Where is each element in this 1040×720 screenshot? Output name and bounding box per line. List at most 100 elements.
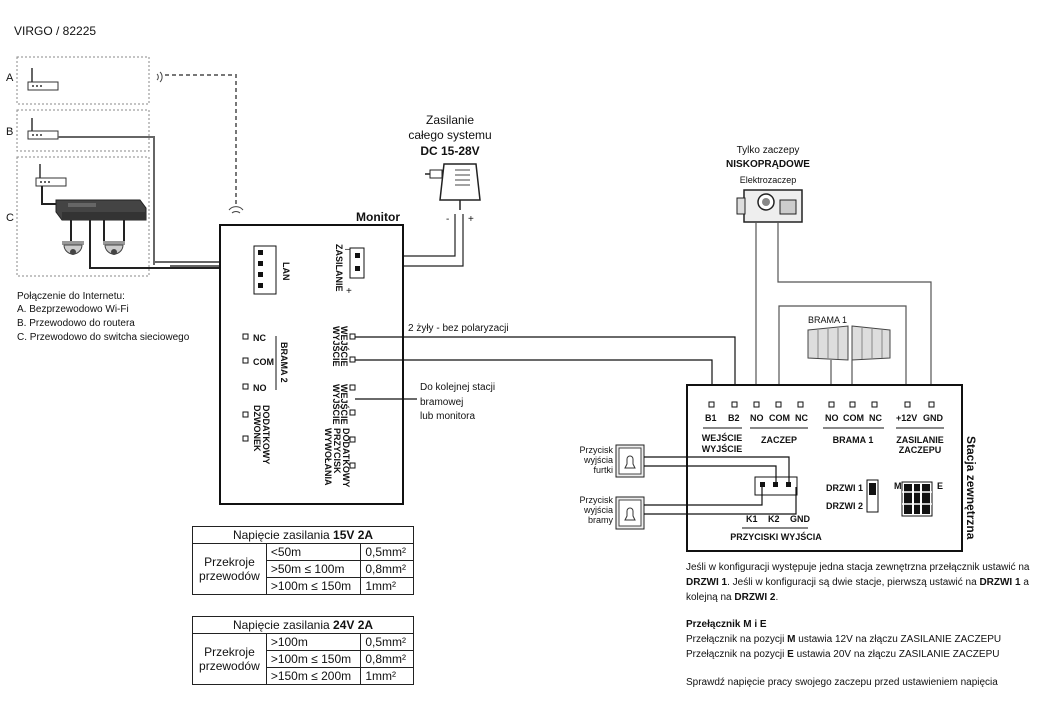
camera-icon bbox=[103, 241, 125, 255]
power-supply-line3: DC 15-28V bbox=[420, 144, 479, 158]
monitor-plus: + bbox=[346, 286, 352, 297]
internet-line-c: C. Przewodowo do switcha sieciowego bbox=[17, 332, 190, 343]
monitor-minus: – bbox=[345, 244, 351, 255]
electric-lock: Tylko zaczepy NISKOPRĄDOWE Elektrozaczep bbox=[726, 145, 932, 400]
internet-heading: Połączenie do Internetu: bbox=[17, 291, 125, 302]
monitor-wyjscie-1: WYJŚCIE bbox=[331, 326, 342, 367]
next-station-line2: bramowej bbox=[420, 397, 463, 408]
station-v12: +12V bbox=[896, 413, 917, 423]
station-k1: K1 bbox=[746, 514, 758, 524]
monitor-zasilanie-label: ZASILANIE bbox=[334, 244, 344, 292]
next-station-line3: lub monitora bbox=[420, 411, 475, 422]
brama2-com: COM bbox=[253, 357, 274, 367]
table-cell: 0,8mm² bbox=[360, 560, 414, 578]
station-b1: B1 bbox=[705, 413, 717, 423]
camera-icon bbox=[62, 241, 84, 255]
station-b2: B2 bbox=[728, 413, 740, 423]
gate-brama1: BRAMA 1 bbox=[778, 305, 907, 400]
table-cell: 1mm² bbox=[360, 667, 414, 685]
przycisk-line1: DODATKOWY bbox=[341, 428, 351, 487]
page-title: VIRGO / 82225 bbox=[14, 24, 96, 38]
internet-line-a: A. Bezprzewodowo Wi-Fi bbox=[17, 304, 129, 315]
drzwi-switch bbox=[866, 479, 879, 513]
station-nc: NC bbox=[795, 413, 808, 423]
station-k2: K2 bbox=[768, 514, 780, 524]
table-cell: 1mm² bbox=[360, 577, 414, 595]
station-brama1: BRAMA 1 bbox=[833, 435, 874, 445]
table24-title: Napięcie zasilania 24V 2A bbox=[192, 616, 414, 634]
table-cell: >100m ≤ 150m bbox=[265, 577, 362, 595]
dzwonek-line1: DODATKOWY bbox=[261, 405, 271, 464]
switch-m-label: M bbox=[894, 481, 902, 491]
table-cell: >100m ≤ 150m bbox=[265, 650, 362, 668]
notes-paragraph-drzwi: Jeśli w konfiguracji występuje jedna sta… bbox=[686, 562, 1030, 603]
station-no2: NO bbox=[825, 413, 839, 423]
table-cell: >50m ≤ 100m bbox=[265, 560, 362, 578]
bramy-line1: Przycisk bbox=[580, 495, 614, 505]
monitor-wyjscie-2: WYJŚCIE bbox=[331, 384, 342, 425]
furtki-line1: Przycisk bbox=[580, 445, 614, 455]
furtki-line2: wyjścia bbox=[583, 455, 613, 465]
station-com: COM bbox=[769, 413, 790, 423]
station-zaczep: ZACZEP bbox=[761, 435, 797, 445]
brama2-no: NO bbox=[253, 383, 267, 393]
station-gnd: GND bbox=[923, 413, 944, 423]
drzwi2-label: DRZWI 2 bbox=[826, 501, 863, 511]
table-cell: 0,5mm² bbox=[360, 633, 414, 651]
station-przyciski: PRZYCISKI WYJŚCIA bbox=[730, 531, 822, 542]
lan-label: LAN bbox=[281, 262, 291, 281]
przycisk-line3: WYWOŁANIA bbox=[323, 428, 333, 486]
table-cell: >150m ≤ 200m bbox=[265, 667, 362, 685]
station-zasilanie: ZASILANIE bbox=[896, 435, 944, 445]
table-cell: <50m bbox=[265, 543, 362, 561]
two-wires-label: 2 żyły - bez polaryzacji bbox=[408, 323, 509, 334]
exit-button-bramy: Przycisk wyjścia bramy bbox=[580, 487, 797, 530]
przycisk-line2: PRZYCISK bbox=[332, 428, 342, 474]
dzwonek-line2: DZWONEK bbox=[252, 405, 262, 452]
table15-title: Napięcie zasilania 15V 2A bbox=[192, 526, 414, 544]
next-station-line1: Do kolejnej stacji bbox=[420, 382, 495, 393]
furtki-line3: furtki bbox=[593, 465, 613, 475]
station-zaczepu: ZACZEPU bbox=[899, 445, 942, 455]
power-connector bbox=[349, 247, 365, 279]
power-minus: - bbox=[446, 214, 449, 225]
brama2-label: BRAMA 2 bbox=[279, 342, 289, 383]
lock-line2: NISKOPRĄDOWE bbox=[726, 159, 810, 170]
bell-icon bbox=[624, 455, 636, 469]
power-plus: + bbox=[468, 214, 474, 225]
station-wejscie: WEJŚCIE bbox=[702, 432, 743, 443]
drzwi1-label: DRZWI 1 bbox=[826, 483, 863, 493]
bell-icon bbox=[624, 507, 636, 521]
notes-heading: Przełącznik M i E bbox=[686, 619, 767, 630]
outdoor-station: Stacja zewnętrzna B1 B2 NO COM NC NO COM… bbox=[686, 384, 978, 552]
monitor-wejscie-1: WEJŚCIE bbox=[339, 326, 350, 367]
table-cell: >100m bbox=[265, 633, 362, 651]
station-no: NO bbox=[750, 413, 764, 423]
switch-e-label: E bbox=[937, 481, 943, 491]
notes-line-e: Przełącznik na pozycji E ustawia 20V na … bbox=[686, 649, 1000, 660]
option-c-box bbox=[16, 156, 150, 277]
notes: Jeśli w konfiguracji występuje jedna sta… bbox=[686, 560, 1036, 690]
router-b-icon bbox=[27, 118, 59, 140]
power-supply-line2: całego systemu bbox=[408, 128, 491, 142]
internet-options: A B C bbox=[6, 56, 258, 277]
lock-label: Elektrozaczep bbox=[740, 175, 797, 185]
station-nc2: NC bbox=[869, 413, 882, 423]
internet-line-b: B. Przewodowo do routera bbox=[17, 318, 135, 329]
option-b-box bbox=[16, 109, 150, 152]
station-title: Stacja zewnętrzna bbox=[964, 436, 978, 540]
station-com2: COM bbox=[843, 413, 864, 423]
router-c-icon bbox=[35, 164, 67, 187]
notes-footer: Sprawdź napięcie pracy swojego zaczepu p… bbox=[686, 677, 998, 688]
brama2-nc: NC bbox=[253, 333, 266, 343]
gate-label: BRAMA 1 bbox=[808, 315, 847, 325]
option-a-label: A bbox=[6, 72, 14, 84]
notes-line-m: Przełącznik na pozycji M ustawia 12V na … bbox=[686, 634, 1002, 645]
bramy-line3: bramy bbox=[588, 515, 614, 525]
option-b-label: B bbox=[6, 126, 13, 138]
station-wyjscie: WYJŚCIE bbox=[702, 443, 743, 454]
